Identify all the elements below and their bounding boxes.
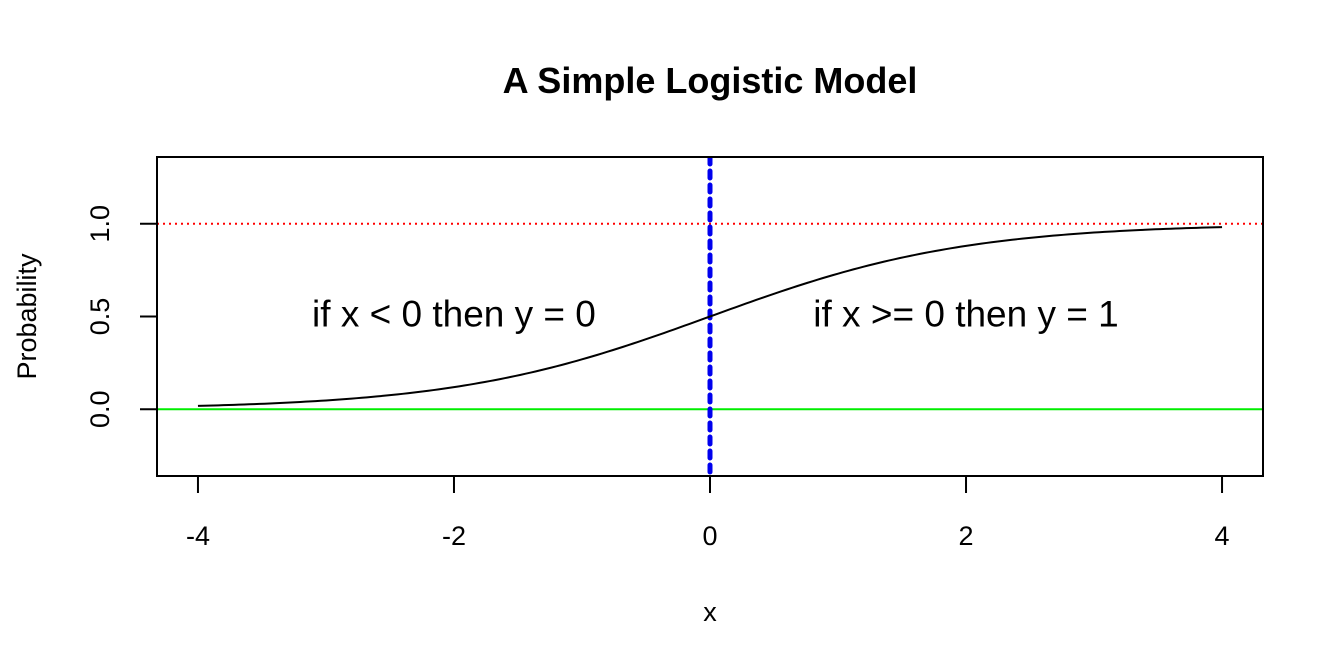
y-axis: 0.0 0.5 1.0 <box>85 205 158 428</box>
x-tick-label: 2 <box>959 521 974 551</box>
chart-title: A Simple Logistic Model <box>503 60 918 101</box>
x-axis: -4 -2 0 2 4 <box>186 475 1230 551</box>
y-axis-label: Probability <box>12 253 42 380</box>
y-tick-label: 1.0 <box>85 205 115 243</box>
annotation-text: if x < 0 then y = 0 <box>312 293 596 334</box>
x-tick-label: 0 <box>702 521 717 551</box>
x-tick-label: 4 <box>1215 521 1230 551</box>
y-tick-label: 0.0 <box>85 390 115 428</box>
logistic-curve <box>197 226 1223 407</box>
y-tick-label: 0.5 <box>85 298 115 336</box>
x-tick-label: -2 <box>442 521 466 551</box>
x-tick-label: -4 <box>186 521 210 551</box>
x-axis-label: x <box>703 597 717 627</box>
annotation-text: if x >= 0 then y = 1 <box>813 293 1118 334</box>
